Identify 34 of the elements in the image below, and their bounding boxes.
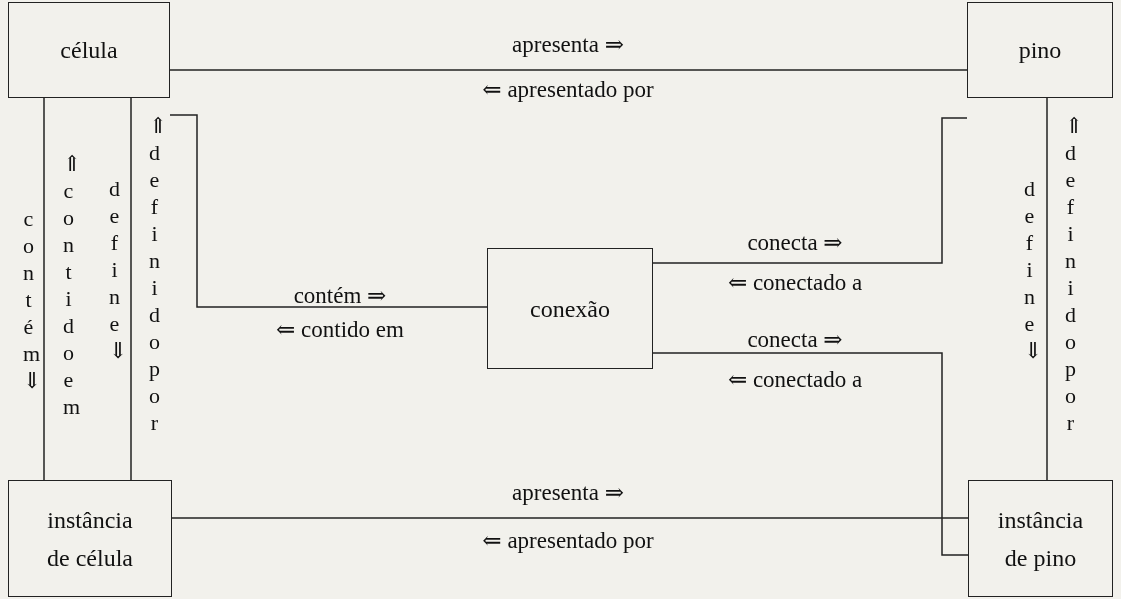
relation-label: ⇑ definido por [148, 112, 171, 436]
edge-label: contém ⇒ [293, 282, 387, 310]
edge-label: contém ⇓ [22, 205, 45, 394]
edge-label: apresenta ⇒ [512, 31, 624, 59]
edge-label: conecta ⇒ [747, 326, 843, 354]
relation-label: ⇑ contido em [62, 150, 85, 420]
relation-label: ⇐ apresentado por [482, 76, 654, 104]
entity-name: conexão [530, 294, 610, 324]
edge-label: define ⇓ [108, 175, 131, 364]
connector-line [43, 97, 45, 481]
connector-line [130, 97, 132, 481]
entity-name: pino [1018, 36, 1062, 65]
relation-label: ⇐ contido em [276, 316, 404, 344]
connector-line [652, 352, 969, 556]
edge-label: conecta ⇒ [747, 229, 843, 257]
edge-label: apresenta ⇒ [512, 479, 624, 507]
entity-box [8, 2, 170, 98]
entity-box [487, 248, 653, 369]
relation-label: ⇐ conectado a [727, 269, 863, 297]
connector-line [171, 517, 969, 519]
entity-box [967, 2, 1113, 98]
connector-line [652, 117, 968, 264]
edge-label: define ⇓ [1023, 175, 1046, 364]
entity-name: instância de célula [46, 505, 134, 573]
relation-label: ⇐ conectado a [727, 366, 863, 394]
connector-line [169, 114, 488, 308]
entity-name: instância de pino [996, 505, 1085, 573]
connector-line [1046, 97, 1048, 481]
relation-label: ⇐ apresentado por [482, 527, 654, 555]
connector-line [169, 69, 968, 71]
relation-label: ⇑ definido por [1064, 112, 1087, 436]
entity-box [8, 480, 172, 597]
entity-box [968, 480, 1113, 597]
entity-name: célula [60, 36, 118, 65]
